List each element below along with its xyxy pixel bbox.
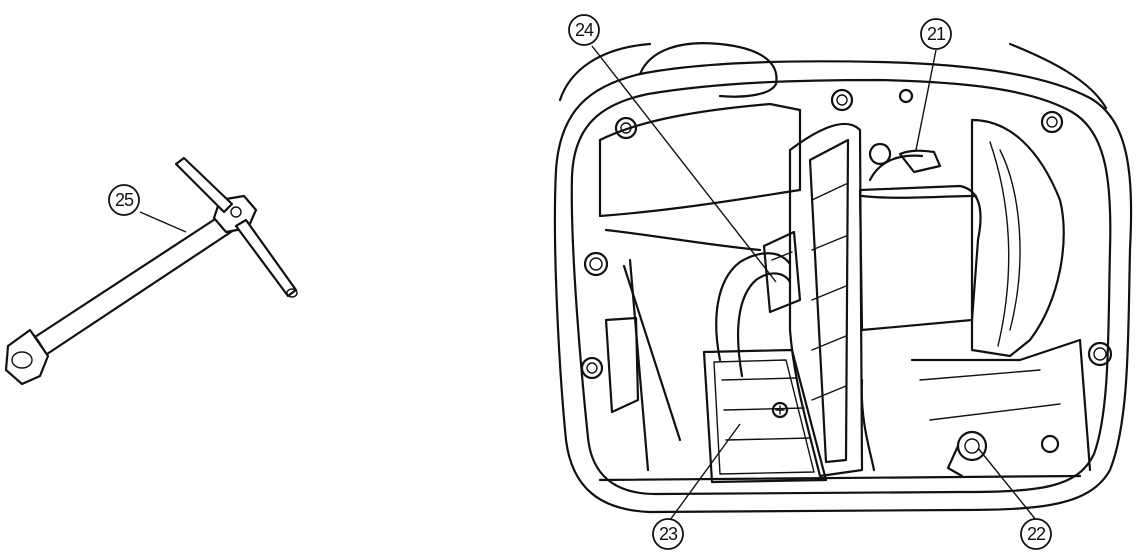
callout-21-label: 21: [927, 24, 946, 44]
callout-22-label: 22: [1027, 524, 1046, 544]
underseat-compartment: [553, 42, 1133, 514]
callout-24-label: 24: [575, 20, 594, 40]
callout-25: 25: [108, 184, 187, 233]
callout-24: 24: [568, 14, 777, 283]
callout-22: 22: [977, 447, 1052, 550]
air-filter-box: [702, 348, 828, 484]
callout-23-label: 23: [659, 524, 678, 544]
callout-25-label: 25: [115, 190, 134, 210]
mount-bolts: [580, 88, 1113, 454]
box-wrench-tool: [4, 156, 298, 386]
callout-21: 21: [915, 18, 952, 151]
callout-23: 23: [652, 423, 741, 550]
